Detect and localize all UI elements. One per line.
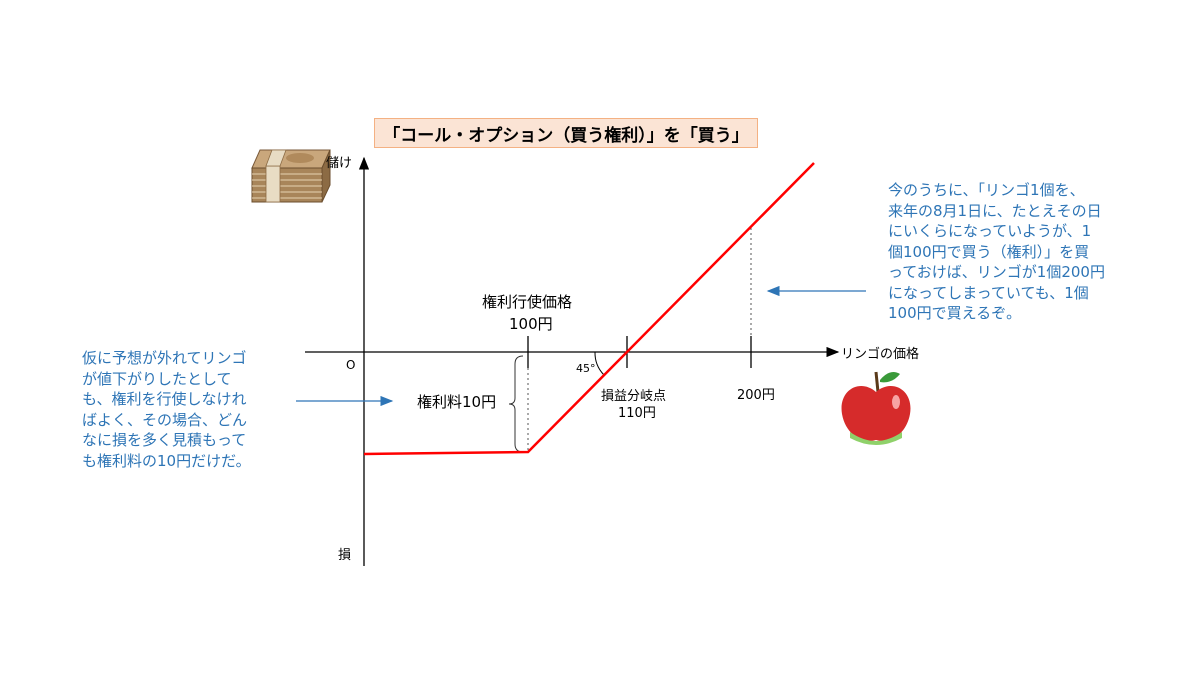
right-note-line: になってしまっていても、1個	[888, 283, 1089, 302]
left-note-line: 仮に予想が外れてリンゴ	[82, 349, 247, 367]
right-note-line: 個100円で買う（権利）」を買	[888, 242, 1090, 261]
origin-label: O	[346, 358, 356, 372]
breakeven-value: 110円	[618, 406, 656, 421]
angle-arc	[594, 351, 605, 376]
left-note-line: ばよく、その場合、どん	[82, 410, 248, 429]
angle-label: 45°	[576, 362, 596, 375]
left-note-line: なに損を多く見積もって	[82, 431, 247, 449]
diagram-title: 「コール・オプション（買う権利）」を「買う」	[374, 118, 758, 148]
money-stack-icon	[251, 149, 331, 203]
right-note: 今のうちに、「リンゴ1個を、 来年の8月1日に、たとえその日 にいくらになってい…	[888, 180, 1105, 324]
strike-price-title: 権利行使価格	[482, 293, 573, 311]
left-note: 仮に予想が外れてリンゴ が値下がりしたとして も、権利を行使しなけれ ばよく、そ…	[82, 348, 251, 471]
price-200-label: 200円	[737, 388, 775, 403]
right-note-line: っておけば、リンゴが1個200円	[888, 263, 1105, 281]
y-axis-bottom-label: 損	[338, 548, 352, 563]
y-axis-top-label: 儲け	[326, 156, 353, 171]
premium-bracket	[508, 355, 524, 453]
left-note-line: も、権利を行使しなけれ	[82, 390, 247, 408]
apple-icon	[841, 371, 911, 445]
breakeven-title: 損益分岐点	[601, 389, 667, 404]
left-note-line: が値下がりしたとして	[82, 369, 232, 388]
right-note-line: にいくらになっていようが、1	[888, 222, 1092, 240]
premium-label: 権利料10円	[417, 393, 497, 411]
right-note-line: 今のうちに、「リンゴ1個を、	[888, 181, 1085, 199]
x-axis-label: リンゴの価格	[841, 347, 920, 362]
right-note-line: 来年の8月1日に、たとえその日	[888, 201, 1102, 220]
payoff-line	[363, 162, 815, 456]
strike-price-value: 100円	[509, 315, 553, 333]
right-note-line: 100円で買えるぞ。	[888, 304, 1022, 322]
left-note-line: も権利料の10円だけだ。	[82, 451, 251, 470]
